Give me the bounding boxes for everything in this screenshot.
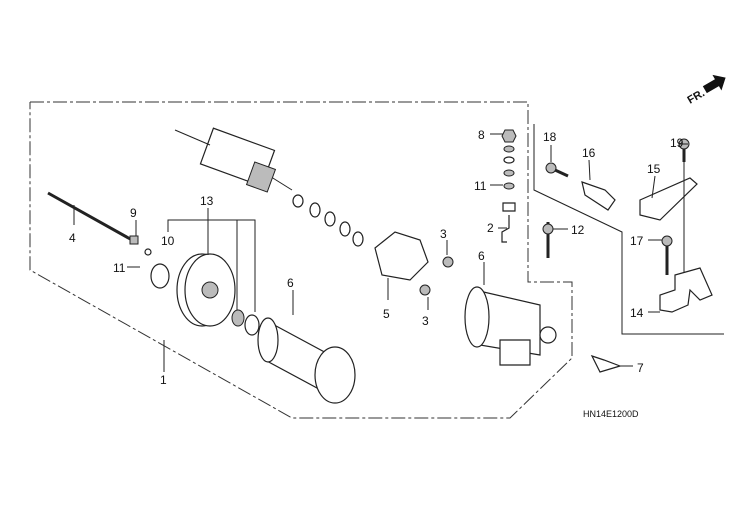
brush-spring <box>442 256 454 268</box>
callout-16: 16 <box>582 146 596 160</box>
stay-bracket <box>639 177 698 221</box>
callout-11: 11 <box>113 261 126 275</box>
callout-15: 15 <box>647 162 661 176</box>
callout-4: 4 <box>69 231 76 245</box>
front-direction-arrow: FR. <box>686 74 726 107</box>
washer <box>503 156 515 164</box>
brush-spring <box>419 284 431 296</box>
nut <box>503 182 515 190</box>
callout-6: 6 <box>287 276 294 290</box>
assembly-boundary <box>29 101 573 419</box>
cable-terminal <box>590 354 622 373</box>
callout-3: 3 <box>422 314 429 328</box>
svg-text:FR.: FR. <box>686 87 707 106</box>
bracket-group-boundary <box>533 124 724 335</box>
terminal-bolt <box>501 215 510 243</box>
callout-14: 14 <box>630 306 644 320</box>
callout-2: 2 <box>487 221 494 235</box>
diagram-code: HN14E1200D <box>583 409 639 419</box>
mounting-bracket <box>659 267 713 313</box>
callout-19: 19 <box>670 136 684 150</box>
armature <box>174 127 293 193</box>
callout-8: 8 <box>478 128 485 142</box>
washers <box>292 194 364 247</box>
o-ring <box>150 263 170 289</box>
nut <box>129 235 139 245</box>
leader-lines <box>73 133 688 372</box>
callout-5: 5 <box>383 307 390 321</box>
brush-holder <box>374 231 429 281</box>
callout-9: 9 <box>130 206 137 220</box>
solenoid <box>464 286 557 366</box>
washer <box>503 145 515 153</box>
callout-3: 3 <box>440 227 447 241</box>
washer <box>144 248 152 256</box>
washer <box>503 169 515 177</box>
bolt-head <box>545 162 557 174</box>
callout-10: 10 <box>161 234 175 248</box>
callout-1: 1 <box>160 373 167 387</box>
callout-13: 13 <box>200 194 214 208</box>
callout-18: 18 <box>543 130 557 144</box>
callout-6: 6 <box>478 249 485 263</box>
nut <box>501 129 517 143</box>
end-cover <box>176 253 236 327</box>
bearing <box>231 309 245 327</box>
callout-17: 17 <box>630 234 644 248</box>
nut <box>502 202 516 212</box>
yoke <box>257 317 356 404</box>
bolt-head <box>661 235 673 247</box>
seal <box>244 314 260 336</box>
callout-12: 12 <box>571 223 585 237</box>
cable-clamp <box>581 181 616 211</box>
callout-7: 7 <box>637 361 644 375</box>
callout-11: 11 <box>474 179 487 193</box>
through-bolt <box>47 191 133 242</box>
